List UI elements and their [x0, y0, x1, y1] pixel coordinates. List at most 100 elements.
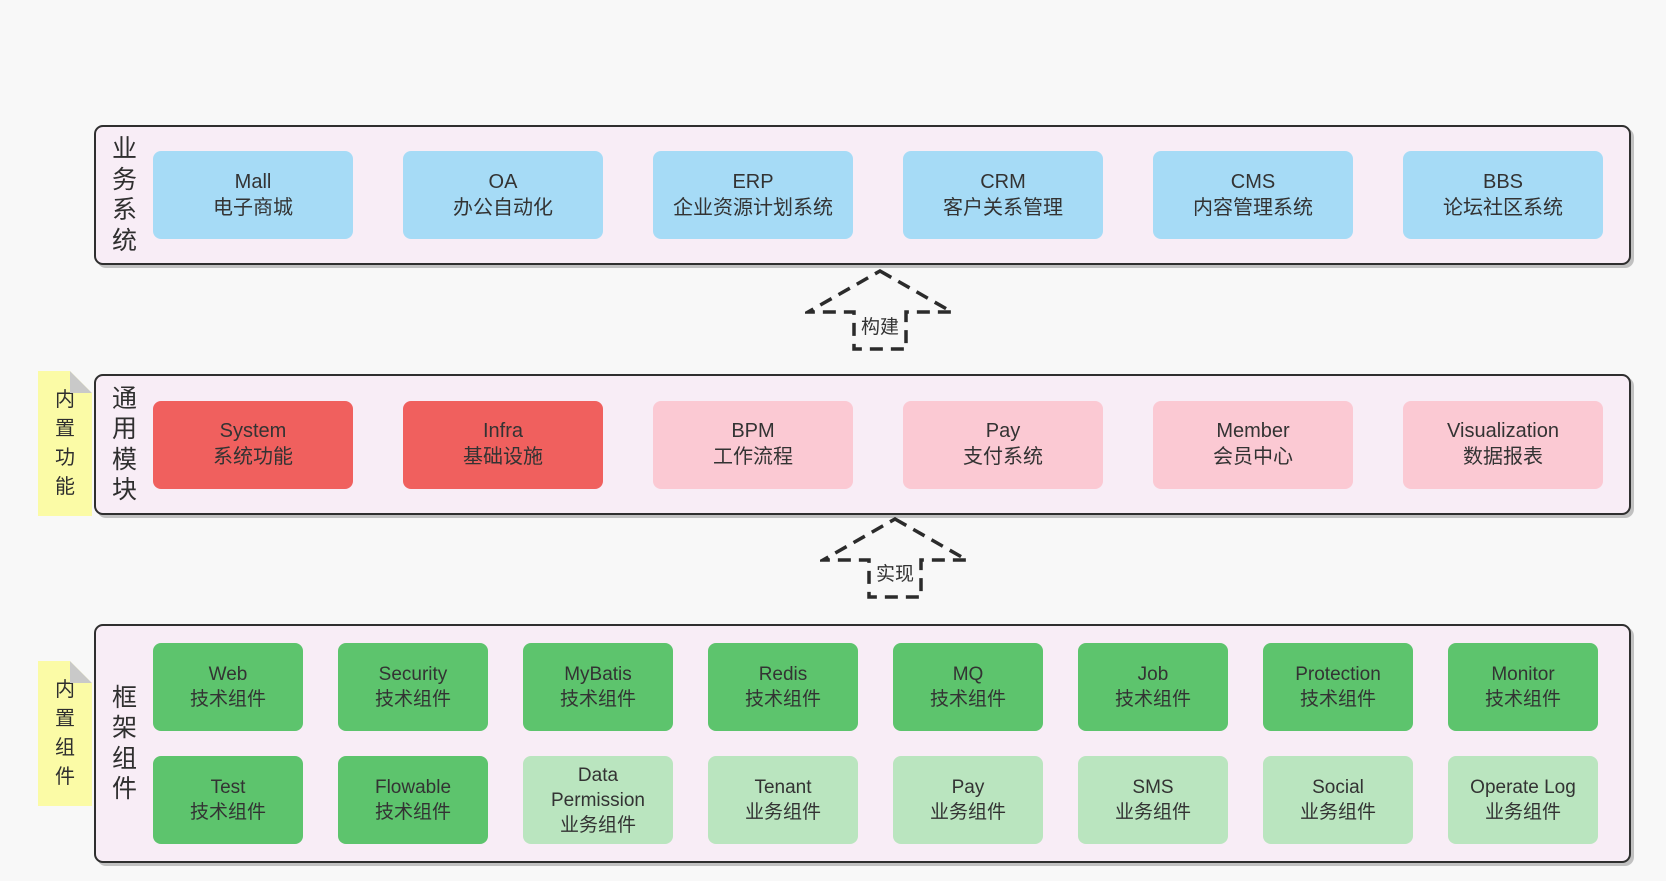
box-flowable: Flowable 技术组件	[338, 756, 488, 844]
box-visualization: Visualization 数据报表	[1403, 400, 1603, 489]
box-title: Protection	[1295, 664, 1381, 685]
box-subtitle: 支付系统	[963, 446, 1043, 468]
box-web: Web 技术组件	[153, 643, 303, 731]
box-subtitle: 会员中心	[1213, 446, 1293, 468]
box-title: Social	[1312, 777, 1364, 798]
arrow-implement-icon	[820, 516, 970, 600]
box-subtitle: 技术组件	[189, 689, 266, 710]
box-subtitle: 技术组件	[374, 802, 451, 823]
box-title: Member	[1216, 420, 1290, 442]
box-subtitle: 技术组件	[744, 689, 821, 710]
box-redis: Redis 技术组件	[708, 643, 858, 731]
section-title: 框架组件	[111, 683, 137, 804]
section-title: 通用模块	[111, 384, 137, 505]
box-subtitle: 基础设施	[463, 446, 543, 468]
box-erp: ERP 企业资源计划系统	[653, 151, 853, 239]
box-bpm: BPM 工作流程	[653, 400, 853, 489]
business-box-row: Mall 电子商城 OA 办公自动化 ERP 企业资源计划系统 CRM 客户关系…	[153, 151, 1603, 239]
box-subtitle: 系统功能	[213, 446, 293, 468]
box-title: Flowable	[374, 777, 452, 798]
box-subtitle: 技术组件	[189, 802, 266, 823]
section-label-column: 通用模块	[96, 384, 153, 506]
arrow-build-label: 构建	[856, 311, 904, 340]
box-subtitle: 业务组件	[1299, 802, 1376, 823]
box-infra: Infra 基础设施	[403, 400, 603, 489]
box-subtitle: 技术组件	[374, 689, 451, 710]
box-cms: CMS 内容管理系统	[1153, 151, 1353, 239]
note-builtin-features: 内置功能	[38, 371, 92, 516]
box-title: Operate Log	[1470, 777, 1576, 798]
box-protection: Protection 技术组件	[1263, 643, 1413, 731]
note-label: 内置功能	[55, 388, 75, 498]
component-grid: Web 技术组件 Security 技术组件 MyBatis 技术组件 Redi…	[153, 643, 1598, 844]
box-title: Infra	[482, 420, 524, 442]
box-tenant: Tenant 业务组件	[708, 756, 858, 844]
box-subtitle: 技术组件	[559, 689, 636, 710]
box-monitor: Monitor 技术组件	[1448, 643, 1598, 731]
box-subtitle: 技术组件	[1484, 689, 1561, 710]
section-framework-components: 框架组件 Web 技术组件 Security 技术组件 MyBatis 技术组件…	[94, 624, 1631, 863]
box-subtitle: 企业资源计划系统	[673, 196, 833, 219]
box-system: System 系统功能	[153, 400, 353, 489]
box-title: Job	[1137, 664, 1169, 685]
box-title: CRM	[980, 170, 1026, 193]
folded-corner-icon	[70, 661, 92, 683]
box-crm: CRM 客户关系管理	[903, 151, 1103, 239]
box-title: Pay	[985, 420, 1021, 442]
box-subtitle: 业务组件	[744, 802, 821, 823]
tech-component-row: Web 技术组件 Security 技术组件 MyBatis 技术组件 Redi…	[153, 643, 1598, 731]
box-subtitle: 业务组件	[1484, 802, 1561, 823]
box-title: Data Permission	[551, 764, 645, 811]
box-subtitle: 技术组件	[1114, 689, 1191, 710]
box-subtitle: 电子商城	[213, 196, 293, 219]
box-mybatis: MyBatis 技术组件	[523, 643, 673, 731]
box-title: MyBatis	[564, 664, 632, 685]
note-label: 内置组件	[55, 678, 75, 788]
box-title: BPM	[731, 420, 775, 442]
box-oa: OA 办公自动化	[403, 151, 603, 239]
box-bbs: BBS 论坛社区系统	[1403, 151, 1603, 239]
box-subtitle: 业务组件	[1114, 802, 1191, 823]
section-label-column: 框架组件	[96, 683, 153, 805]
box-title: Web	[208, 664, 248, 685]
note-builtin-components: 内置组件	[38, 661, 92, 806]
box-pay-biz: Pay 业务组件	[893, 756, 1043, 844]
box-title: Security	[378, 664, 448, 685]
box-subtitle: 客户关系管理	[943, 196, 1063, 219]
box-title: System	[219, 420, 287, 442]
box-pay: Pay 支付系统	[903, 400, 1103, 489]
arrow-build-icon	[805, 268, 955, 352]
box-mall: Mall 电子商城	[153, 151, 353, 239]
box-subtitle: 内容管理系统	[1193, 196, 1313, 219]
box-security: Security 技术组件	[338, 643, 488, 731]
box-title: Tenant	[754, 777, 812, 798]
box-title: SMS	[1132, 777, 1174, 798]
box-title: MQ	[952, 664, 984, 685]
box-social: Social 业务组件	[1263, 756, 1413, 844]
section-label-column: 业务系统	[96, 134, 153, 256]
box-title: Pay	[951, 777, 985, 798]
box-subtitle: 技术组件	[1299, 689, 1376, 710]
box-test: Test 技术组件	[153, 756, 303, 844]
box-title: Mall	[234, 170, 272, 193]
box-subtitle: 数据报表	[1463, 446, 1543, 468]
box-sms: SMS 业务组件	[1078, 756, 1228, 844]
box-subtitle: 业务组件	[929, 802, 1006, 823]
box-title: CMS	[1230, 170, 1276, 193]
box-title: Monitor	[1491, 664, 1555, 685]
biz-component-row: Test 技术组件 Flowable 技术组件 Data Permission …	[153, 756, 1598, 844]
box-member: Member 会员中心	[1153, 400, 1353, 489]
box-subtitle: 业务组件	[559, 814, 636, 836]
box-subtitle: 技术组件	[929, 689, 1006, 710]
box-data-permission: Data Permission 业务组件	[523, 756, 673, 844]
box-title: Visualization	[1447, 420, 1559, 442]
box-mq: MQ 技术组件	[893, 643, 1043, 731]
box-subtitle: 工作流程	[713, 446, 793, 468]
section-title: 业务系统	[111, 135, 137, 255]
box-operate-log: Operate Log 业务组件	[1448, 756, 1598, 844]
box-title: BBS	[1482, 170, 1524, 193]
arrow-implement-label: 实现	[871, 558, 919, 587]
module-box-row: System 系统功能 Infra 基础设施 BPM 工作流程 Pay 支付系统…	[153, 400, 1603, 489]
box-title: OA	[488, 170, 518, 193]
box-title: Redis	[758, 664, 808, 685]
